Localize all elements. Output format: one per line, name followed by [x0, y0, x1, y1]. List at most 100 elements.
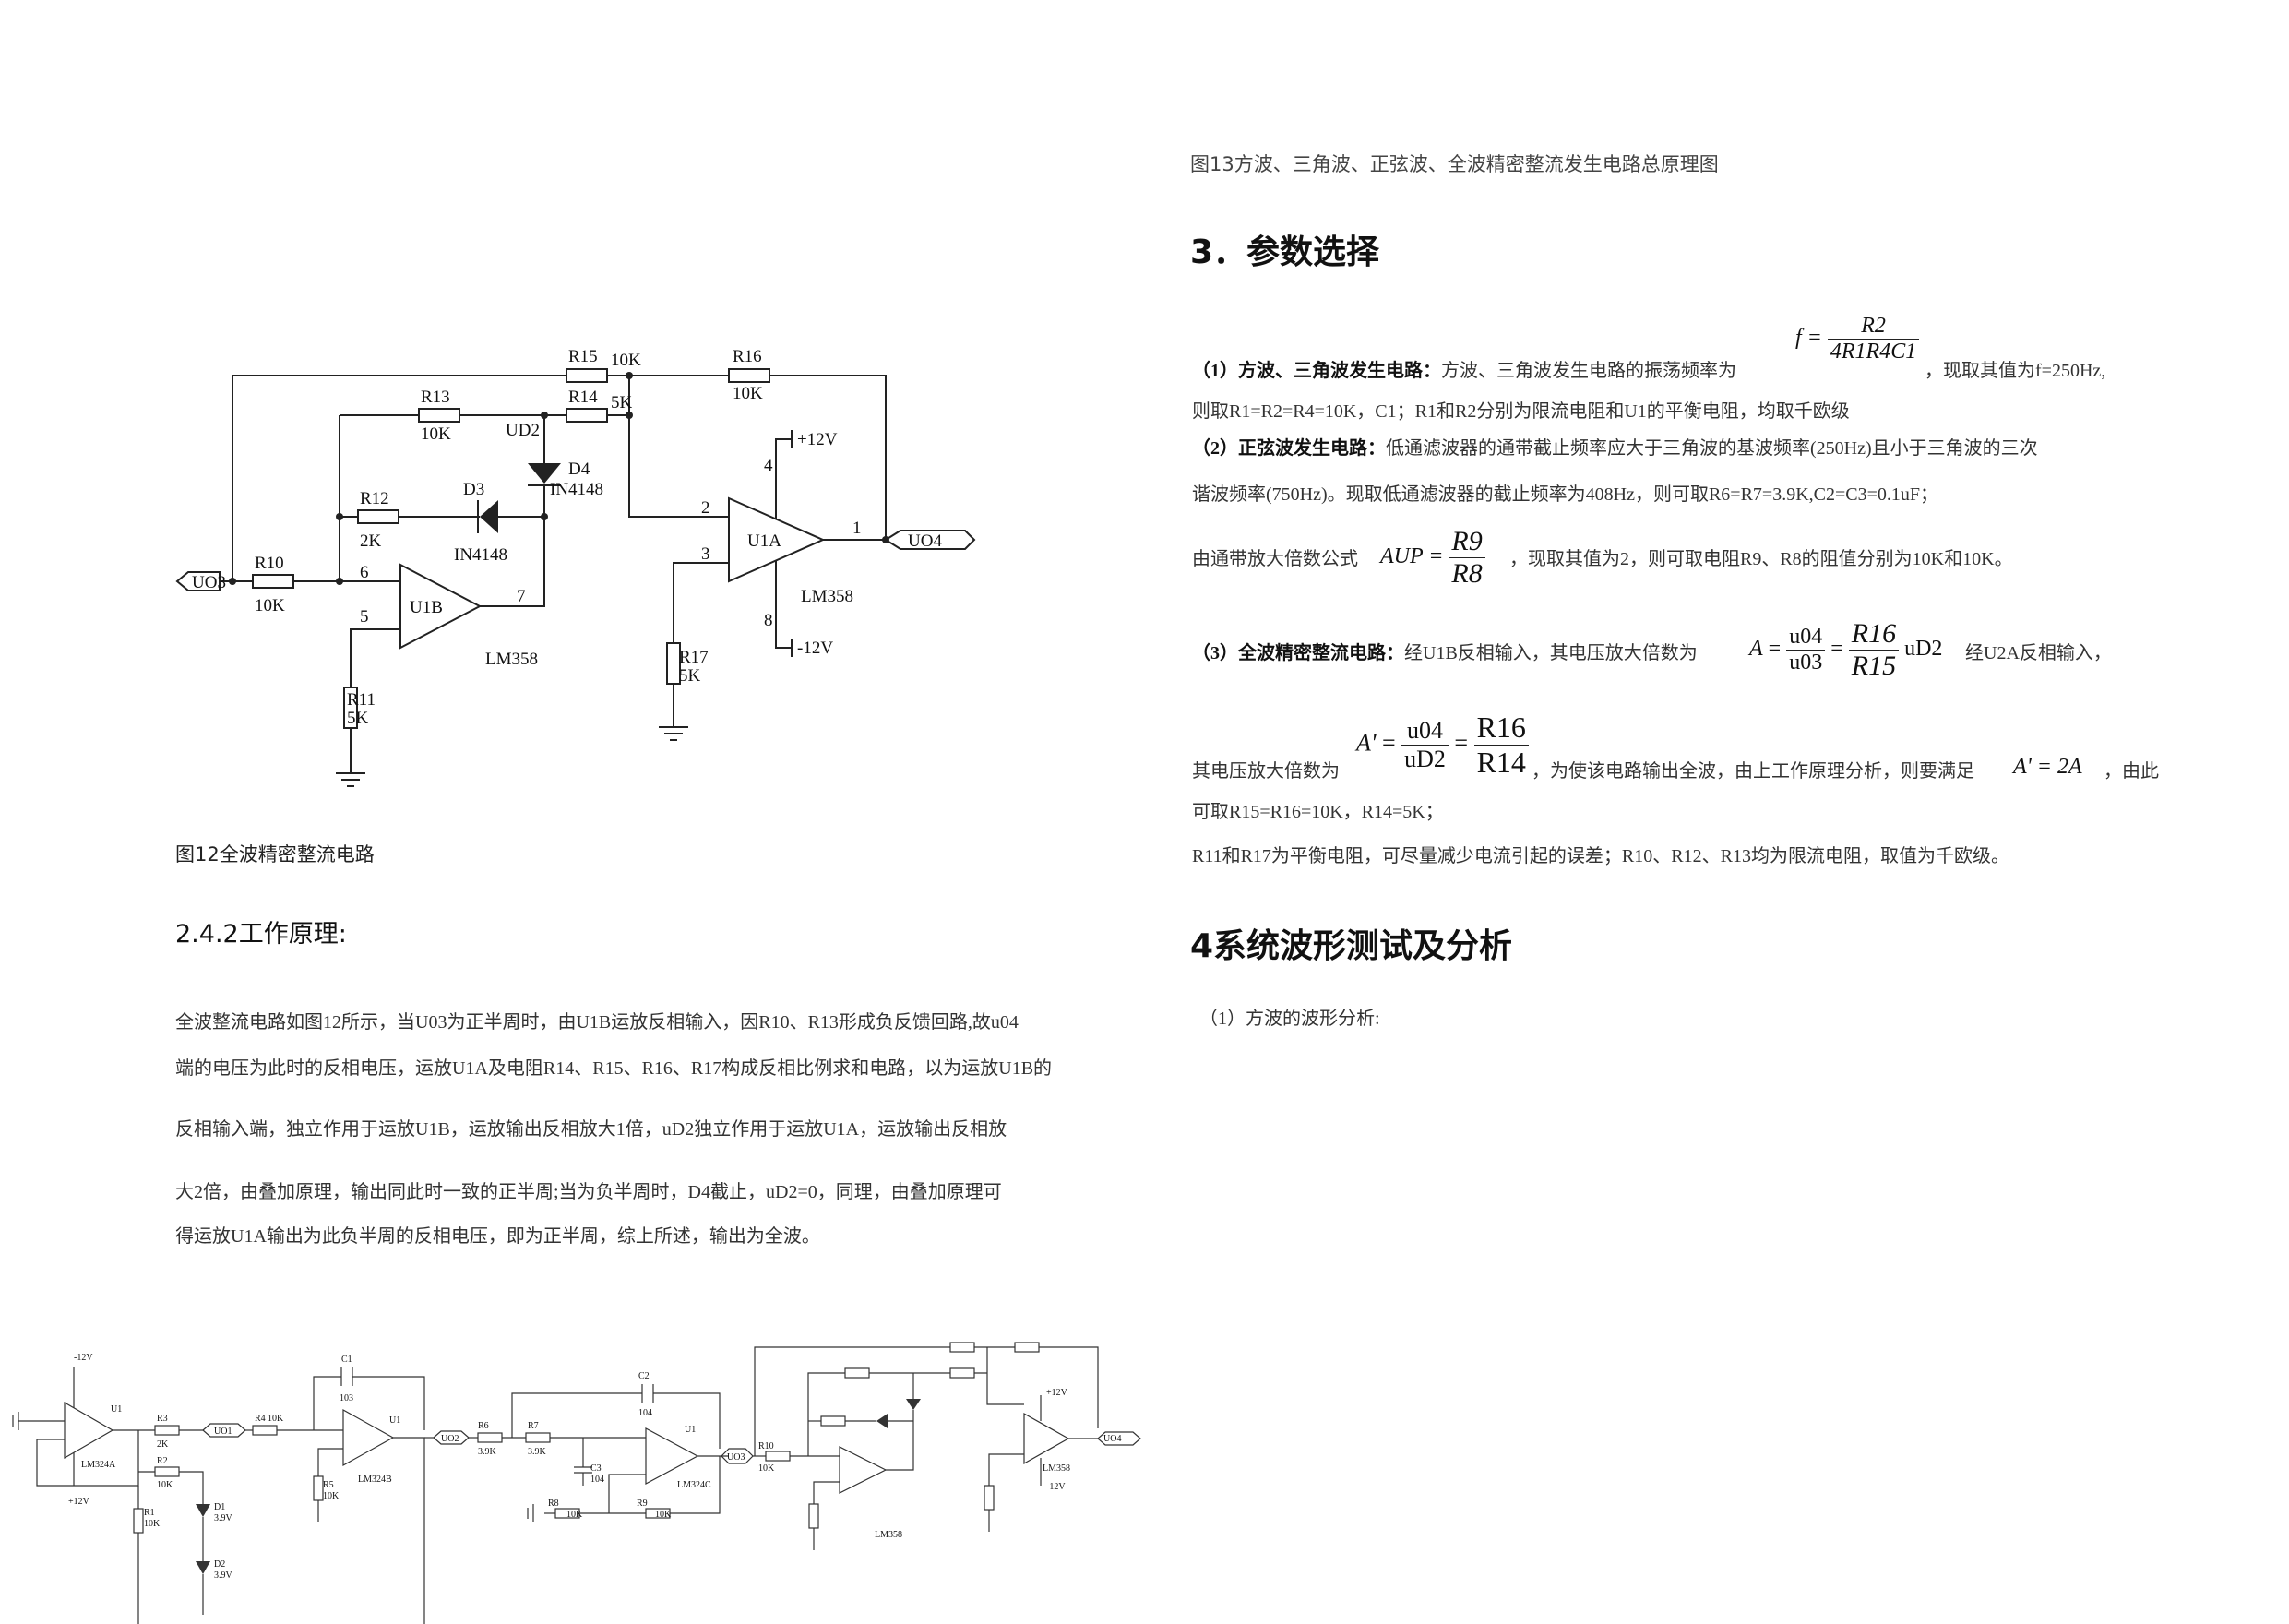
label: R5	[323, 1480, 334, 1490]
label: 10K	[157, 1480, 173, 1490]
param-para-3-line-2-mid: ，为使该电路输出全波，由上工作原理分析，则要满足	[1532, 761, 1974, 782]
label: R4	[255, 1414, 266, 1424]
work-principle-line-4: 大2倍，由叠加原理，输出同此时一致的正半周;当为负半周时，D4截止，uD2=0，…	[175, 1182, 1002, 1202]
pin: 1	[852, 519, 862, 538]
param-para-3-line-2: 其电压放大倍数为	[1192, 761, 1340, 782]
label: R15	[568, 347, 598, 366]
label: 10K	[566, 1510, 583, 1520]
label: 10K	[758, 1463, 775, 1474]
label: LM358	[1043, 1463, 1070, 1474]
param-para-2-line-3: 由通带放大倍数公式	[1192, 549, 1358, 569]
full-wave-rectifier-schematic: R15 10K R16 10K R13 10K R14 5K UD2 D4 IN…	[175, 347, 976, 787]
label: 3.9K	[528, 1447, 547, 1457]
label: R14	[568, 388, 598, 407]
label: D3	[463, 480, 484, 499]
formula-condition: A' = 2A	[2013, 755, 2082, 779]
label: -12V	[74, 1353, 93, 1363]
label: 5K	[611, 393, 633, 412]
input-port-label: UO3	[192, 573, 226, 592]
label: R11	[347, 690, 376, 710]
param-para-3: （3）全波精密整流电路：经U1B反相输入，其电压放大倍数为	[1192, 643, 1698, 663]
work-principle-line-5: 得运放U1A输出为此负半周的反相电压，即为正半周，综上所述，输出为全波。	[175, 1226, 820, 1247]
label: R2	[157, 1456, 168, 1466]
label: 104	[638, 1408, 652, 1418]
label: C2	[638, 1371, 650, 1381]
label: -12V	[797, 639, 833, 658]
label: 10K	[323, 1491, 340, 1501]
pin: 8	[764, 611, 773, 630]
label: 10K	[268, 1414, 284, 1424]
param-label-3: （3）全波精密整流电路：	[1192, 643, 1404, 663]
label: C1	[341, 1355, 352, 1365]
label: R1	[144, 1508, 155, 1518]
label: R12	[360, 489, 389, 508]
port-label: UO1	[214, 1427, 232, 1437]
param-para-3-line-2-tail: ，由此	[2104, 761, 2159, 782]
label: 10K	[611, 351, 641, 370]
section-heading-4: 4系统波形测试及分析	[1190, 927, 1513, 965]
total-circuit-schematic: -12V U1 LM324A +12V R3 2K R4 10K UO1 R2 …	[12, 1342, 1141, 1624]
label: +12V	[797, 430, 838, 449]
label: R10	[758, 1441, 774, 1451]
label: LM358	[875, 1530, 902, 1540]
port-label: UO4	[1103, 1434, 1121, 1444]
pin: 7	[517, 587, 526, 606]
param-label-2: （2）正弦波发生电路：	[1192, 438, 1386, 459]
label: 10K	[733, 384, 763, 403]
param-para-1-tail: ，现取其值为f=250Hz,	[1925, 361, 2106, 381]
label: 10K	[255, 596, 285, 615]
pin: 3	[701, 544, 710, 564]
param-para-3-line-4: R11和R17为平衡电阻，可尽量减少电流引起的误差；R10、R12、R13均为限…	[1192, 846, 2009, 866]
param-para-2-line-2: 谐波频率(750Hz)。现取低通滤波器的截止频率为408Hz，则可取R6=R7=…	[1192, 484, 1939, 505]
label: R9	[637, 1499, 648, 1509]
label: 2K	[157, 1439, 169, 1450]
opamp-label: U1A	[747, 531, 781, 551]
label: 10K	[144, 1519, 161, 1529]
param-para-1-line-2: 则取R1=R2=R4=10K，C1；R1和R2分别为限流电阻和U1的平衡电阻，均…	[1192, 401, 1850, 422]
label: IN4148	[550, 480, 603, 499]
section-heading-3: 3．参数选择	[1190, 233, 1380, 271]
label: R8	[548, 1499, 559, 1509]
label: LM358	[485, 650, 538, 669]
label: 5K	[679, 666, 701, 686]
param-label-1: （1）方波、三角波发生电路：	[1192, 361, 1441, 381]
port-label: UO2	[441, 1434, 459, 1444]
label: R3	[157, 1414, 168, 1424]
pin: 4	[764, 456, 773, 475]
label: 3.9V	[214, 1570, 233, 1581]
label: 103	[340, 1393, 353, 1403]
pin: 5	[360, 607, 369, 627]
label: LM324A	[81, 1460, 116, 1470]
label: 5K	[347, 709, 369, 728]
work-principle-line-1: 全波整流电路如图12所示，当U03为正半周时，由U1B运放反相输入，因R10、R…	[175, 1012, 1019, 1033]
label: 3.9K	[478, 1447, 497, 1457]
pin: 2	[701, 498, 710, 518]
label: +12V	[1046, 1388, 1068, 1398]
pin: 6	[360, 563, 369, 582]
label: IN4148	[454, 545, 507, 565]
label: U1	[389, 1415, 400, 1426]
label: R10	[255, 554, 284, 573]
label: U1	[111, 1404, 122, 1415]
param-para-3-tail: 经U2A反相输入，	[1965, 643, 2112, 663]
label: D1	[214, 1502, 225, 1512]
label: U1	[685, 1425, 696, 1435]
section-heading-2-4-2: 2.4.2工作原理:	[175, 920, 347, 949]
label: 104	[590, 1475, 604, 1485]
label: 10K	[655, 1510, 672, 1520]
work-principle-line-2: 端的电压为此时的反相电压，运放U1A及电阻R14、R15、R16、R17构成反相…	[175, 1058, 1053, 1079]
label: LM324B	[358, 1475, 392, 1485]
label: UD2	[506, 421, 540, 440]
label: R13	[421, 388, 450, 407]
figure-12-caption: 图12全波精密整流电路	[175, 843, 375, 866]
label: D2	[214, 1559, 225, 1570]
param-para-3-line-3: 可取R15=R16=10K，R14=5K；	[1192, 802, 1444, 822]
port-label: UO3	[727, 1452, 745, 1463]
param-para-2: （2）正弦波发生电路：低通滤波器的通带截止频率应大于三角波的基波频率(250Hz…	[1192, 438, 2038, 459]
label: -12V	[1046, 1482, 1066, 1492]
param-para-2-line-3-tail: ，现取其值为2，则可取电阻R9、R8的阻值分别为10K和10K。	[1509, 549, 2013, 569]
